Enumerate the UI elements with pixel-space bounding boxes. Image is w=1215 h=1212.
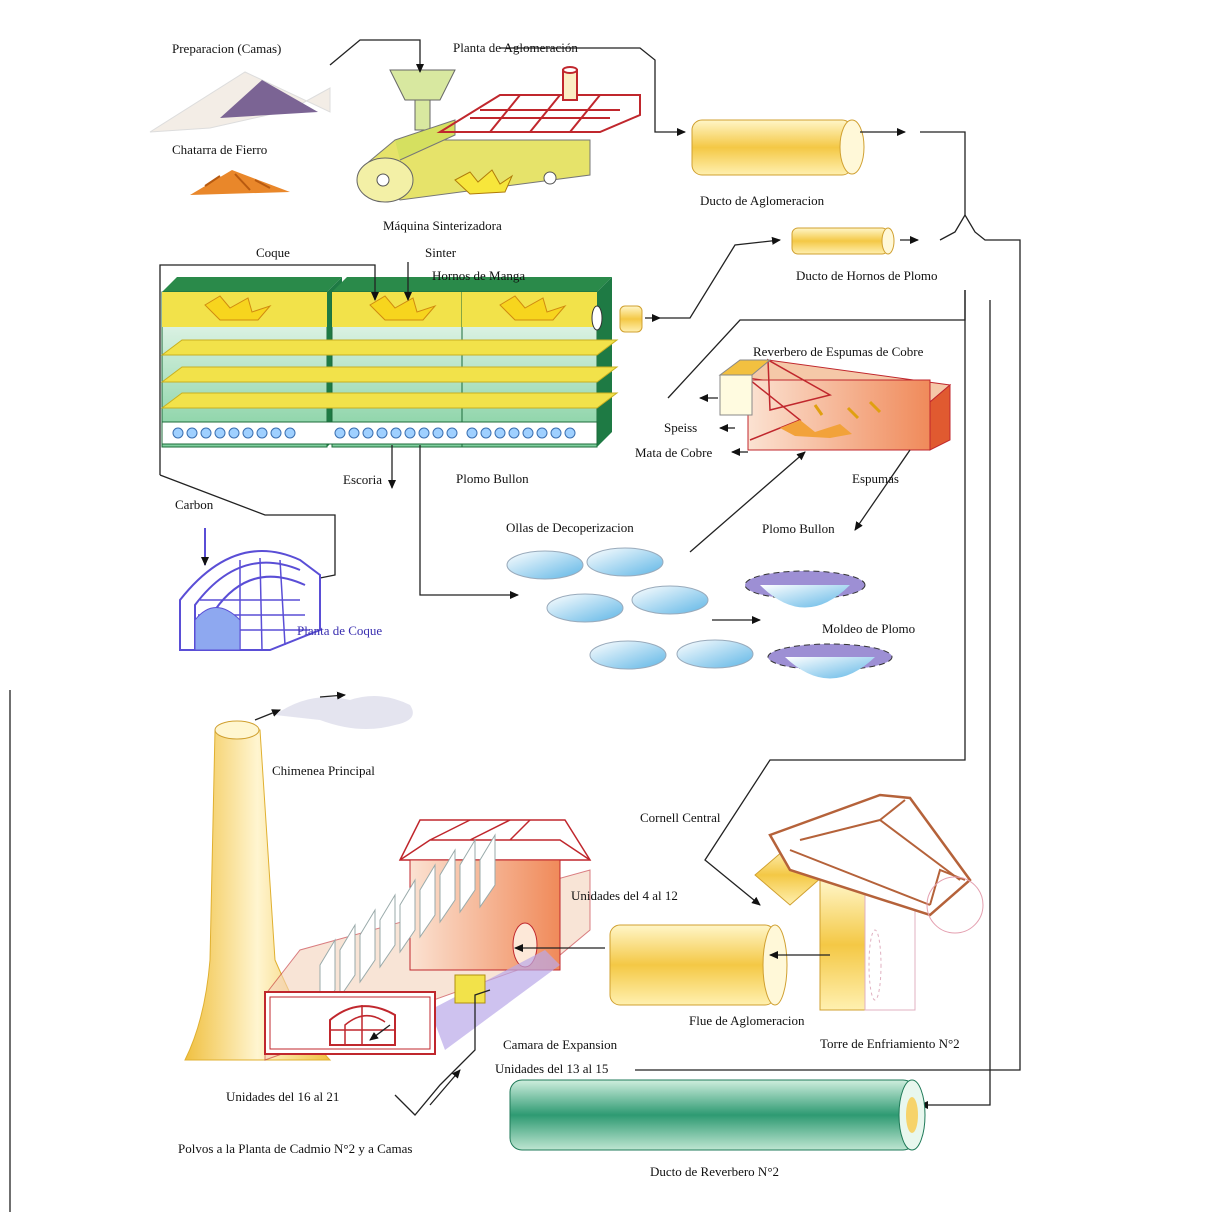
- ollas-decoperizacion: [507, 548, 753, 669]
- flue-aglomeracion-label: Flue de Aglomeracion: [689, 1013, 805, 1029]
- reverbero-espumas-label: Reverbero de Espumas de Cobre: [753, 344, 923, 360]
- hornos-manga-label: Hornos de Manga: [432, 268, 525, 284]
- coque-label: Coque: [256, 245, 290, 261]
- precipitador: [265, 820, 590, 1060]
- polvos-label: Polvos a la Planta de Cadmio N°2 y a Cam…: [178, 1141, 412, 1157]
- planta-aglomeracion-frame: [440, 67, 640, 132]
- escoria-label: Escoria: [343, 472, 382, 488]
- mata-cobre-label: Mata de Cobre: [635, 445, 712, 461]
- unidades-4-12-label: Unidades del 4 al 12: [571, 888, 678, 904]
- camara-expansion-label: Camara de Expansion: [503, 1037, 617, 1053]
- sinter-machine: [357, 70, 590, 202]
- speiss-label: Speiss: [664, 420, 697, 436]
- torre-enfriamiento: [755, 795, 983, 1010]
- cornell-label: Cornell Central: [640, 810, 721, 826]
- unidades-16-21-label: Unidades del 16 al 21: [226, 1089, 339, 1105]
- carbon-label: Carbon: [175, 497, 213, 513]
- plomo-bullon-label-2: Plomo Bullon: [762, 521, 835, 537]
- unidades-13-15-label: Unidades del 13 al 15: [495, 1061, 608, 1077]
- ducto-aglomeracion-pipe: [692, 120, 864, 175]
- preparacion-pile: [150, 72, 330, 132]
- ducto-reverbero-label: Ducto de Reverbero N°2: [650, 1164, 779, 1180]
- ollas-decoperizacion-label: Ollas de Decoperizacion: [506, 520, 634, 536]
- hornos-manga: [162, 277, 642, 447]
- preparacion-label: Preparacion (Camas): [172, 41, 281, 57]
- ducto-aglomeracion-label: Ducto de Aglomeracion: [700, 193, 824, 209]
- planta-aglomeracion-label: Planta de Aglomeración: [453, 40, 578, 56]
- plomo-bullon-label-1: Plomo Bullon: [456, 471, 529, 487]
- chimenea-label: Chimenea Principal: [272, 763, 375, 779]
- moldeo-plomo-label: Moldeo de Plomo: [822, 621, 915, 637]
- flue-aglomeracion-pipe: [610, 925, 787, 1005]
- maquina-sinterizadora-label: Máquina Sinterizadora: [383, 218, 502, 234]
- ducto-reverbero-pipe: [510, 1080, 925, 1150]
- espumas-label: Espumas: [852, 471, 899, 487]
- reverbero-espumas: [720, 360, 950, 450]
- chatarra-pile: [190, 170, 290, 195]
- chatarra-label: Chatarra de Fierro: [172, 142, 267, 158]
- ducto-hornos-plomo-pipe: [792, 228, 894, 254]
- sinter-label: Sinter: [425, 245, 456, 261]
- ducto-hornos-plomo-label: Ducto de Hornos de Plomo: [796, 268, 938, 284]
- torre-enfriamiento-label: Torre de Enfriamiento N°2: [820, 1036, 960, 1052]
- planta-coque-label: Planta de Coque: [297, 623, 382, 639]
